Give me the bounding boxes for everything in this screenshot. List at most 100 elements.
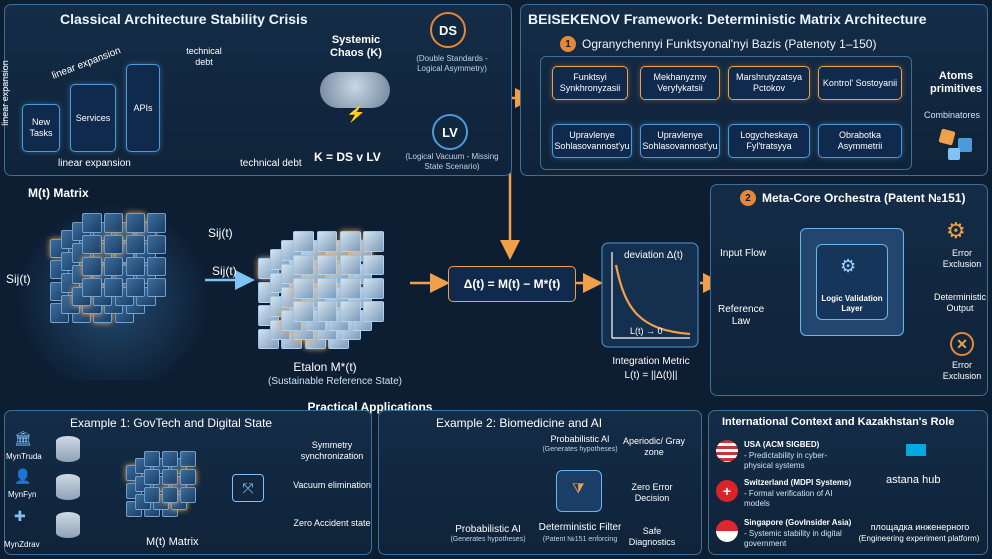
singapore-flag-icon: [716, 520, 738, 542]
intl-desc-1: - Predictability in cyber-physical syste…: [744, 451, 828, 470]
basis-number: 1: [560, 36, 576, 52]
metric-title: Integration Metric: [612, 356, 690, 367]
etalon-sub: (Sustainable Reference State): [268, 376, 402, 387]
cube-cell: [293, 231, 314, 252]
cube-cell: [162, 451, 178, 467]
cube-cell: [363, 277, 385, 299]
example2-panel: [378, 410, 702, 555]
chaos-title: Systemic Chaos (K): [330, 34, 382, 59]
prob-ai-top-sub: (Generates hypotheses): [542, 446, 618, 453]
bar-services: Services: [70, 84, 116, 152]
lv-desc: (Logical Vacuum - Missing State Scenario…: [405, 152, 499, 171]
cube-cell: [144, 469, 160, 485]
bar-new-tasks: New Tasks: [22, 104, 60, 152]
example2-title: Example 2: Biomedicine and AI: [436, 416, 603, 430]
fn-box-2: Mekhanyzmy Veryfykatsii: [640, 66, 720, 100]
debt-top-label: technical debt: [186, 46, 222, 67]
atom-cube-icon: [958, 138, 972, 152]
cube-cell: [363, 254, 385, 276]
prob-ai-top: Probabilistic AI: [550, 434, 610, 444]
zero-error-label: Zero Error Decision: [631, 482, 673, 503]
output-label: Deterministic Output: [933, 292, 986, 313]
sij-label-left: Sij(t): [6, 272, 31, 286]
fn-box-3: Marshrutyzatsya Pctokov: [728, 66, 810, 100]
cube-cell: [316, 277, 338, 299]
cube-cell: [293, 254, 314, 276]
example1-title: Example 1: GovTech and Digital State: [70, 416, 273, 430]
cube-cell: [144, 451, 160, 467]
intl-name-2: Switzerland (MDPI Systems): [744, 478, 852, 487]
y-axis-label: linear expansion: [0, 60, 10, 126]
deviation-limit: L(t) → 0: [630, 326, 663, 336]
cube-cell: [316, 254, 338, 276]
health-cross-icon: ✚: [14, 508, 26, 524]
cube-cell: [147, 278, 167, 298]
cube-cell: [104, 278, 124, 298]
sij-label-mid: Sij(t): [212, 264, 237, 278]
cube-cell: [104, 235, 124, 255]
database-icon: [56, 436, 80, 462]
person-icon: 👤: [14, 468, 32, 484]
database-icon: [56, 474, 80, 500]
cube-cell: [104, 256, 124, 276]
cube-cell: [180, 469, 196, 485]
cube-cell: [339, 277, 361, 299]
cube-cell: [125, 235, 145, 255]
cube-cell: [293, 277, 314, 299]
deviation-title: deviation Δ(t): [624, 250, 683, 261]
metric-formula: L(t) = ||Δ(t)||: [624, 370, 678, 381]
platform-en: (Engineering experiment platform): [858, 534, 980, 543]
cube-cell: [293, 301, 314, 323]
kazakhstan-flag-icon: [906, 444, 926, 456]
cube-cell: [147, 256, 167, 276]
fn-box-6: Upravlenye Sohlasovannost'yu: [640, 124, 720, 158]
x-axis-label: linear expansion: [58, 158, 131, 169]
platform-ru: площадка инженерного: [870, 522, 970, 532]
cube-cell: [125, 213, 145, 233]
ex1-output-3: Zero Accident state: [293, 518, 371, 528]
basis-frame: [540, 56, 912, 170]
sync-icon: ⤧: [232, 474, 264, 502]
lightning-icon: ⚡: [346, 106, 366, 123]
processor-core: [816, 244, 888, 320]
orchestra-title: Meta-Core Orchestra (Patent №151): [762, 191, 966, 205]
aperiodic-label: Aperiodic/ Gray zone: [622, 436, 686, 457]
cube-cell: [363, 301, 385, 323]
cube-cell: [180, 451, 196, 467]
fn-box-5: Upravlenye Sohlasovannost'yu: [552, 124, 632, 158]
cube-cell: [147, 235, 167, 255]
crisis-title: Classical Architecture Stability Crisis: [60, 11, 308, 27]
delta-formula-box: [448, 266, 576, 302]
gear-icon: ⚙: [840, 256, 857, 276]
fn-box-4: Kontrol' Sostoyanii: [818, 66, 902, 100]
intl-desc-3: - Systemic stability in digital governme…: [744, 529, 842, 548]
cube-cell: [339, 231, 361, 252]
error-exclusion-bottom-icon: ✕: [950, 332, 974, 356]
core-label: Logic Validation Layer: [821, 294, 883, 313]
sij-label-right: Sij(t): [208, 226, 233, 240]
cube-cell: [162, 487, 178, 503]
lv-circle: LV: [432, 114, 468, 150]
orchestra-number: 2: [740, 190, 756, 206]
building-icon: 🏛: [14, 430, 32, 446]
intl-name-3: Singapore (GovInsider Asia): [744, 518, 852, 527]
debt-bottom-label: technical debt: [240, 158, 302, 169]
cube-cell: [180, 487, 196, 503]
atom-cube-icon: [948, 148, 960, 160]
cube-cell: [125, 278, 145, 298]
fn-box-7: Logycheskaya Fyl'tratsyya: [728, 124, 810, 158]
ministry-3: MynZdrav: [4, 540, 40, 549]
cube-cell: [339, 254, 361, 276]
cube-cell: [104, 213, 124, 233]
matrix-small-cube-icon: [126, 444, 206, 530]
cube-cell: [82, 235, 102, 255]
framework-title: BEISEKENOV Framework: Deterministic Matr…: [528, 11, 927, 27]
ds-desc: (Double Standards - Logical Asymmetry): [416, 54, 488, 73]
database-icon: [56, 512, 80, 538]
atoms-sub: Combinatores: [924, 110, 981, 120]
fn-box-8: Obrabotka Asymmetrii: [818, 124, 902, 158]
chaos-formula: K = DS v LV: [314, 150, 381, 164]
cloud-icon: [320, 72, 390, 108]
cube-cell: [144, 487, 160, 503]
cube-cell: [363, 231, 385, 252]
